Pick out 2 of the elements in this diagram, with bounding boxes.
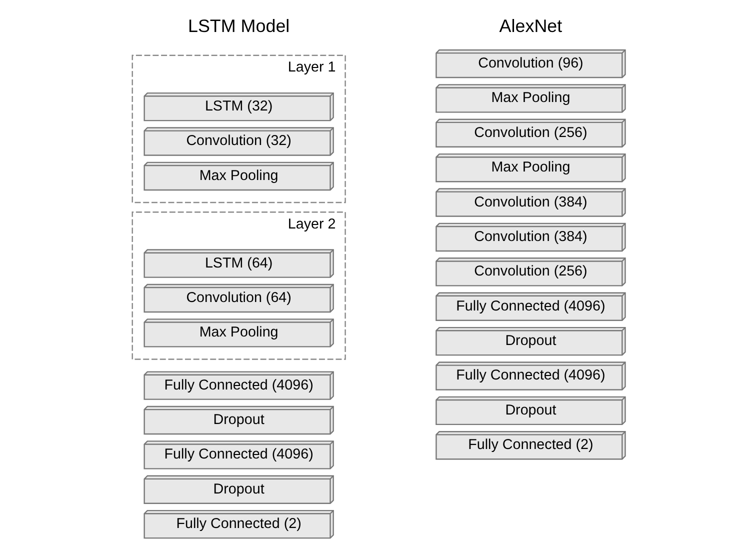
label: LSTM Model	[187, 16, 290, 36]
label: AlexNet	[498, 16, 562, 36]
